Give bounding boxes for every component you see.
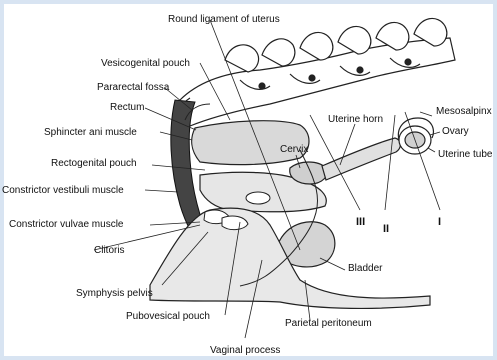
label-ovary: Ovary: [442, 126, 469, 137]
label-parietal-peritoneum: Parietal peritoneum: [285, 318, 372, 329]
label-mesosalpinx: Mesosalpinx: [436, 106, 492, 117]
label-vesicogenital-pouch: Vesicogenital pouch: [101, 58, 190, 69]
section-marker-i: I: [438, 216, 441, 228]
label-rectogenital-pouch: Rectogenital pouch: [51, 158, 137, 169]
label-sphincter-ani: Sphincter ani muscle: [44, 127, 137, 138]
label-uterine-horn: Uterine horn: [328, 114, 383, 125]
cervix-shape: [290, 162, 327, 184]
label-round-ligament: Round ligament of uterus: [168, 14, 280, 25]
label-pararectal-fossa: Pararectal fossa: [97, 82, 170, 93]
label-constrictor-vulvae: Constrictor vulvae muscle: [9, 219, 124, 230]
label-symphysis-pelvis: Symphysis pelvis: [76, 288, 153, 299]
label-bladder: Bladder: [348, 263, 383, 274]
label-vaginal-process: Vaginal process: [210, 345, 280, 356]
ovary-tube-group: [398, 118, 433, 154]
label-pubovesical-pouch: Pubovesical pouch: [126, 311, 210, 322]
label-constrictor-vestibuli: Constrictor vestibuli muscle: [2, 185, 124, 196]
section-marker-ii: II: [383, 223, 389, 235]
label-cervix: Cervix: [280, 144, 308, 155]
label-clitoris: Clitoris: [94, 245, 125, 256]
rectum-shape: [192, 121, 309, 165]
label-uterine-tube: Uterine tube: [438, 149, 493, 160]
vertebral-column: [178, 18, 455, 128]
label-rectum: Rectum: [110, 102, 144, 113]
section-marker-iii: III: [356, 216, 365, 228]
